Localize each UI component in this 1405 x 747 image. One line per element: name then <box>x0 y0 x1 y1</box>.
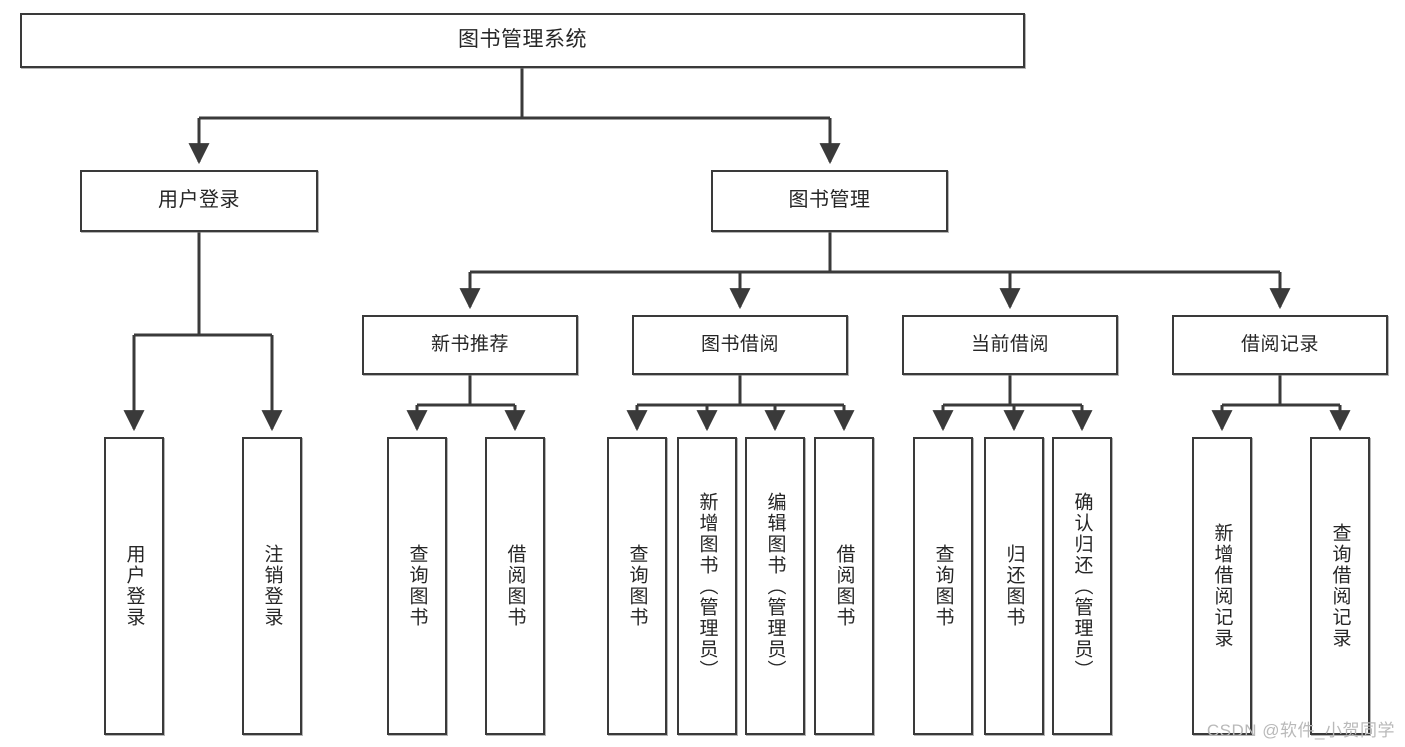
node-leaf-10[interactable]: 归还图书 <box>984 437 1044 735</box>
node-leaf-1[interactable]: 用户登录 <box>104 437 164 735</box>
node-level2-1[interactable]: 用户登录 <box>80 170 318 232</box>
node-leaf-5[interactable]: 查询图书 <box>607 437 667 735</box>
node-leaf-8-label: 借阅图书 <box>833 544 855 628</box>
node-leaf-11-label: 确认归还（管理员） <box>1071 491 1093 681</box>
node-level3-2-label: 图书借阅 <box>700 333 779 355</box>
node-leaf-3[interactable]: 查询图书 <box>387 437 447 735</box>
node-leaf-9[interactable]: 查询图书 <box>913 437 973 735</box>
node-leaf-2[interactable]: 注销登录 <box>242 437 302 735</box>
node-leaf-6[interactable]: 新增图书（管理员） <box>677 437 737 735</box>
node-level2-2-label: 图书管理 <box>788 189 871 212</box>
node-leaf-3-label: 查询图书 <box>406 544 428 628</box>
node-level2-1-label: 用户登录 <box>158 189 240 212</box>
node-level3-2[interactable]: 图书借阅 <box>632 315 848 375</box>
node-leaf-4-label: 借阅图书 <box>504 544 526 628</box>
node-leaf-7[interactable]: 编辑图书（管理员） <box>745 437 805 735</box>
node-level2-2[interactable]: 图书管理 <box>711 170 948 232</box>
node-leaf-8[interactable]: 借阅图书 <box>814 437 874 735</box>
node-leaf-13[interactable]: 查询借阅记录 <box>1310 437 1370 735</box>
node-leaf-7-label: 编辑图书（管理员） <box>764 491 786 681</box>
node-leaf-2-label: 注销登录 <box>261 544 283 628</box>
node-level3-4-label: 借阅记录 <box>1240 333 1319 355</box>
node-leaf-5-label: 查询图书 <box>626 544 648 628</box>
node-leaf-6-label: 新增图书（管理员） <box>696 491 718 681</box>
node-level3-3[interactable]: 当前借阅 <box>902 315 1118 375</box>
node-level3-1-label: 新书推荐 <box>430 333 509 355</box>
node-level3-4[interactable]: 借阅记录 <box>1172 315 1388 375</box>
watermark-text: CSDN @软件_小贺同学 <box>1206 721 1395 740</box>
node-leaf-12[interactable]: 新增借阅记录 <box>1192 437 1252 735</box>
node-leaf-13-label: 查询借阅记录 <box>1329 523 1351 649</box>
node-leaf-12-label: 新增借阅记录 <box>1211 523 1233 649</box>
node-leaf-10-label: 归还图书 <box>1003 544 1025 628</box>
node-leaf-9-label: 查询图书 <box>932 544 954 628</box>
node-leaf-1-label: 用户登录 <box>123 544 145 628</box>
node-leaf-11[interactable]: 确认归还（管理员） <box>1052 437 1112 735</box>
node-root-label: 图书管理系统 <box>458 28 587 52</box>
node-leaf-4[interactable]: 借阅图书 <box>485 437 545 735</box>
node-root[interactable]: 图书管理系统 <box>20 13 1025 68</box>
node-level3-1[interactable]: 新书推荐 <box>362 315 578 375</box>
node-level3-3-label: 当前借阅 <box>970 333 1049 355</box>
